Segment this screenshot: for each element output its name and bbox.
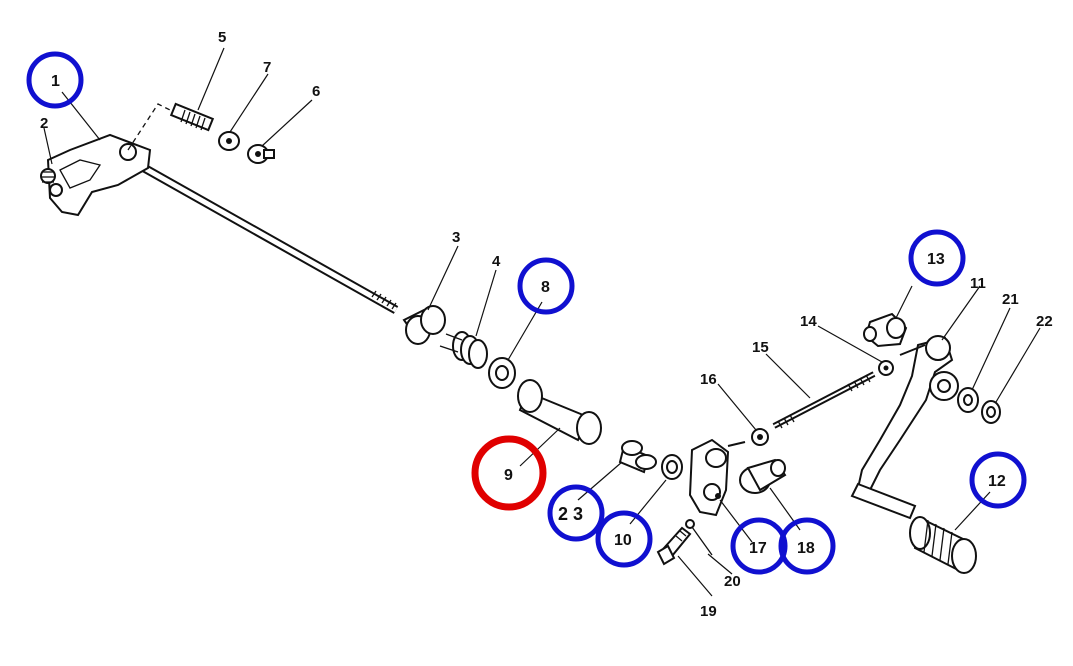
- highlight-part-1: 1: [26, 51, 84, 109]
- highlight-part-17: 17: [730, 517, 788, 575]
- shift-shaft: [127, 156, 399, 314]
- washer-part-21: [957, 387, 979, 413]
- label-part-4: 4: [492, 253, 501, 270]
- washer-part-6: [247, 144, 275, 164]
- sleeve-part-9: [517, 379, 602, 445]
- cotter-pin-part-20: [685, 519, 713, 556]
- highlight-part-13: 13: [908, 229, 966, 287]
- highlight-part-18: 18: [778, 517, 836, 575]
- part-number-labels: 2 3 4 5 6 7 11 14 15 16 19 20 21 22: [40, 29, 1053, 620]
- collar-part-3: [402, 305, 446, 345]
- svg-text:1: 1: [51, 73, 60, 90]
- label-part-15: 15: [752, 339, 769, 356]
- washer-part-10: [661, 454, 683, 480]
- spring-part-4: [439, 331, 488, 369]
- svg-text:18: 18: [797, 540, 815, 557]
- circlip-part-22: [981, 400, 1001, 424]
- label-part-19: 19: [700, 603, 717, 620]
- shift-arm-part-1: [40, 133, 152, 217]
- label-part-20: 20: [724, 573, 741, 590]
- nut-part-14: [878, 360, 894, 376]
- nut-part-16: [751, 428, 769, 446]
- leader-lines: [43, 47, 1041, 597]
- svg-text:10: 10: [614, 532, 632, 549]
- label-part-5: 5: [218, 29, 226, 46]
- label-part-2: 2: [40, 115, 48, 132]
- blue-highlight-circles: 1 8 13 12 2 3 10 17 18: [26, 51, 1027, 575]
- nut-part-7: [218, 131, 240, 151]
- label-part-7: 7: [263, 59, 271, 76]
- svg-text:13: 13: [927, 251, 945, 268]
- linkage-arm-part-17: [688, 438, 746, 517]
- svg-text:17: 17: [749, 540, 767, 557]
- highlight-part-23: 2 3: [547, 484, 605, 542]
- label-part-14: 14: [800, 313, 817, 330]
- bushing-part-23: [618, 440, 657, 474]
- label-part-16: 16: [700, 371, 717, 388]
- label-part-6: 6: [312, 83, 320, 100]
- highlight-part-10: 10: [595, 510, 653, 568]
- svg-text:12: 12: [988, 473, 1006, 490]
- red-highlight-part-9: 9: [471, 435, 547, 511]
- label-part-11: 11: [970, 275, 986, 292]
- highlight-part-12: 12: [969, 451, 1027, 509]
- svg-text:9: 9: [504, 467, 513, 484]
- label-part-22: 22: [1036, 313, 1053, 330]
- svg-text:8: 8: [541, 279, 550, 296]
- pivot-part-18: [739, 458, 787, 494]
- pedal-rubber-part-12: [909, 516, 977, 574]
- label-part-21: 21: [1002, 291, 1019, 308]
- svg-text:2 3: 2 3: [558, 504, 583, 524]
- shift-pedal-part-11: [850, 335, 959, 520]
- label-part-3: 3: [452, 229, 460, 246]
- clevis-part-13: [863, 312, 908, 348]
- bolt-part-5: [169, 102, 215, 132]
- rod-part-15: [772, 371, 876, 429]
- highlight-part-8: 8: [517, 257, 575, 315]
- bolt-part-19: [656, 526, 692, 566]
- washer-part-8: [488, 357, 516, 389]
